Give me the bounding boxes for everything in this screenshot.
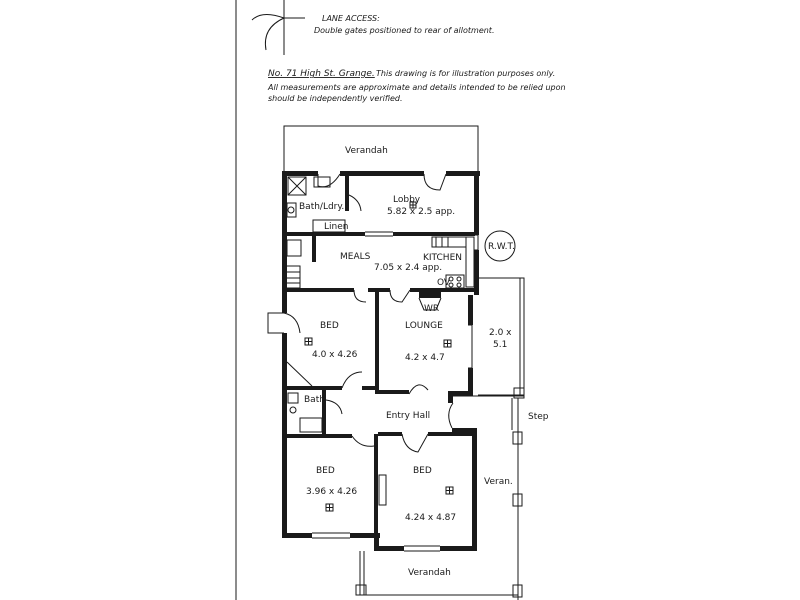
- linen-label: Linen: [324, 222, 348, 232]
- ov-label: OV: [437, 278, 451, 288]
- bed3-label: BED: [413, 466, 432, 476]
- side-verandah-outline: [355, 277, 525, 600]
- interior-walls: [282, 171, 478, 538]
- side-area-dim-2: 5.1: [493, 340, 507, 350]
- disclaimer-line-3: should be independently verified.: [268, 94, 403, 103]
- step-label: Step: [528, 412, 549, 422]
- side-verandah-label: Veran.: [484, 477, 513, 487]
- bed2-dimensions: 3.96 x 4.26: [306, 487, 357, 497]
- light-point-icon: [304, 337, 313, 346]
- front-verandah-label: Verandah: [408, 568, 451, 578]
- lane-gate-drawing: [251, 0, 305, 55]
- disclaimer-line-2: All measurements are approximate and det…: [267, 83, 566, 92]
- light-point-icon: [325, 503, 334, 512]
- side-area-dim-1: 2.0 x: [489, 328, 512, 338]
- rear-verandah-outline: [283, 125, 479, 173]
- lane-access-detail: Double gates positioned to rear of allot…: [314, 26, 495, 35]
- light-point-icon: [443, 339, 452, 348]
- disclaimer-line-1: This drawing is for illustration purpose…: [376, 69, 555, 78]
- meals-label: MEALS: [340, 252, 371, 262]
- wr-label: WR: [424, 304, 439, 314]
- light-point-icon: [445, 486, 454, 495]
- lobby-dimensions: 5.82 x 2.5 app.: [387, 207, 455, 217]
- doors: [267, 173, 454, 453]
- lobby-label: Lobby: [393, 195, 421, 205]
- bed1-dimensions: 4.0 x 4.26: [312, 350, 358, 360]
- bed3-dimensions: 4.24 x 4.87: [405, 513, 456, 523]
- address-title: No. 71 High St. Grange.: [268, 69, 375, 79]
- fixtures: [286, 176, 479, 552]
- rainwater-tank: [484, 230, 516, 262]
- kitchen-label: KITCHEN: [423, 253, 462, 263]
- bed1-label: BED: [320, 321, 339, 331]
- rwt-label: R.W.T.: [488, 242, 515, 252]
- bath-ldry-label: Bath/Ldry.: [299, 202, 344, 212]
- meals-dimensions: 7.05 x 2.4 app.: [374, 263, 442, 273]
- exterior-walls: [282, 171, 480, 551]
- rear-verandah-label: Verandah: [345, 146, 388, 156]
- lane-access-title: LANE ACCESS:: [322, 14, 380, 23]
- entry-hall-label: Entry Hall: [386, 411, 430, 421]
- bath-label: Bath: [304, 395, 325, 405]
- light-point-icon: [409, 201, 417, 209]
- lounge-dimensions: 4.2 x 4.7: [405, 353, 445, 363]
- lounge-label: LOUNGE: [405, 321, 443, 331]
- bed2-label: BED: [316, 466, 335, 476]
